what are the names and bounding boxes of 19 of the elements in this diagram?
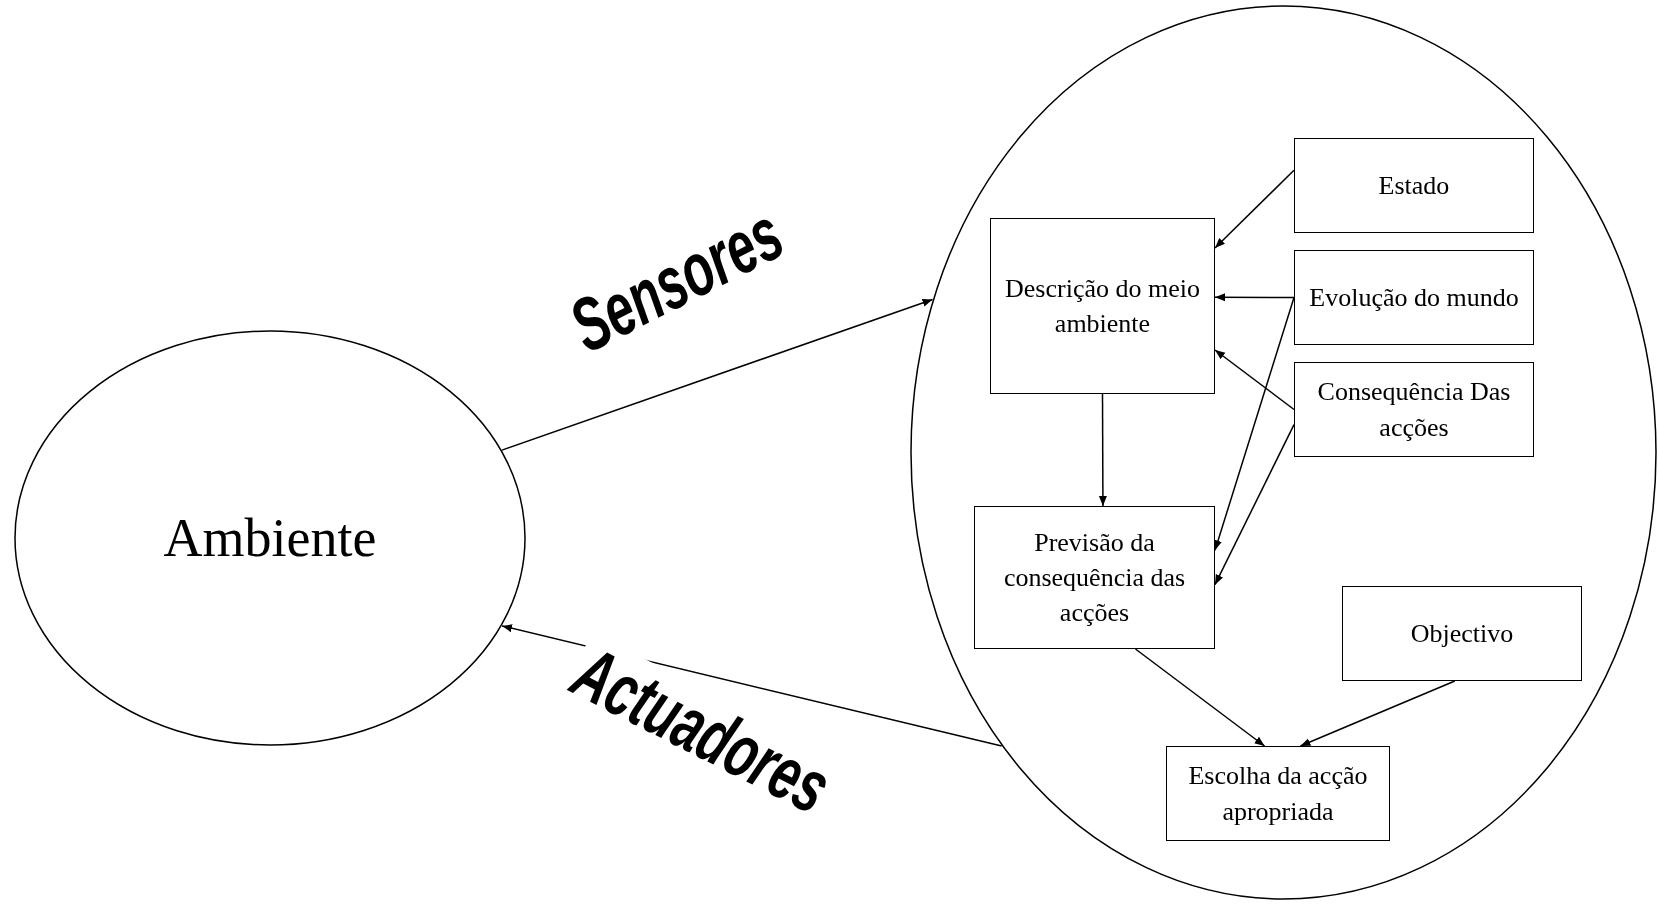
agent-ellipse [910, 5, 1657, 900]
arrow [1214, 296, 1295, 552]
process-box: Descrição do meio ambiente [990, 218, 1215, 394]
process-box: Consequência Das acções [1294, 362, 1534, 457]
node-label: Ambiente [163, 507, 377, 569]
arrow [1214, 169, 1295, 249]
arrow [1299, 680, 1456, 747]
arrow [1134, 648, 1266, 747]
environment-ellipse [14, 330, 526, 746]
process-box: Estado [1294, 138, 1534, 233]
process-box: Objectivo [1342, 586, 1582, 681]
arrow [1214, 349, 1295, 411]
arrow [1214, 293, 1295, 302]
process-box: Previsão da consequência das acções [974, 506, 1215, 649]
arrow [1098, 393, 1107, 507]
arrow [501, 298, 934, 451]
process-box: Escolha da acção apropriada [1166, 746, 1390, 841]
process-box: Evolução do mundo [1294, 250, 1534, 345]
arrow [1214, 423, 1295, 586]
